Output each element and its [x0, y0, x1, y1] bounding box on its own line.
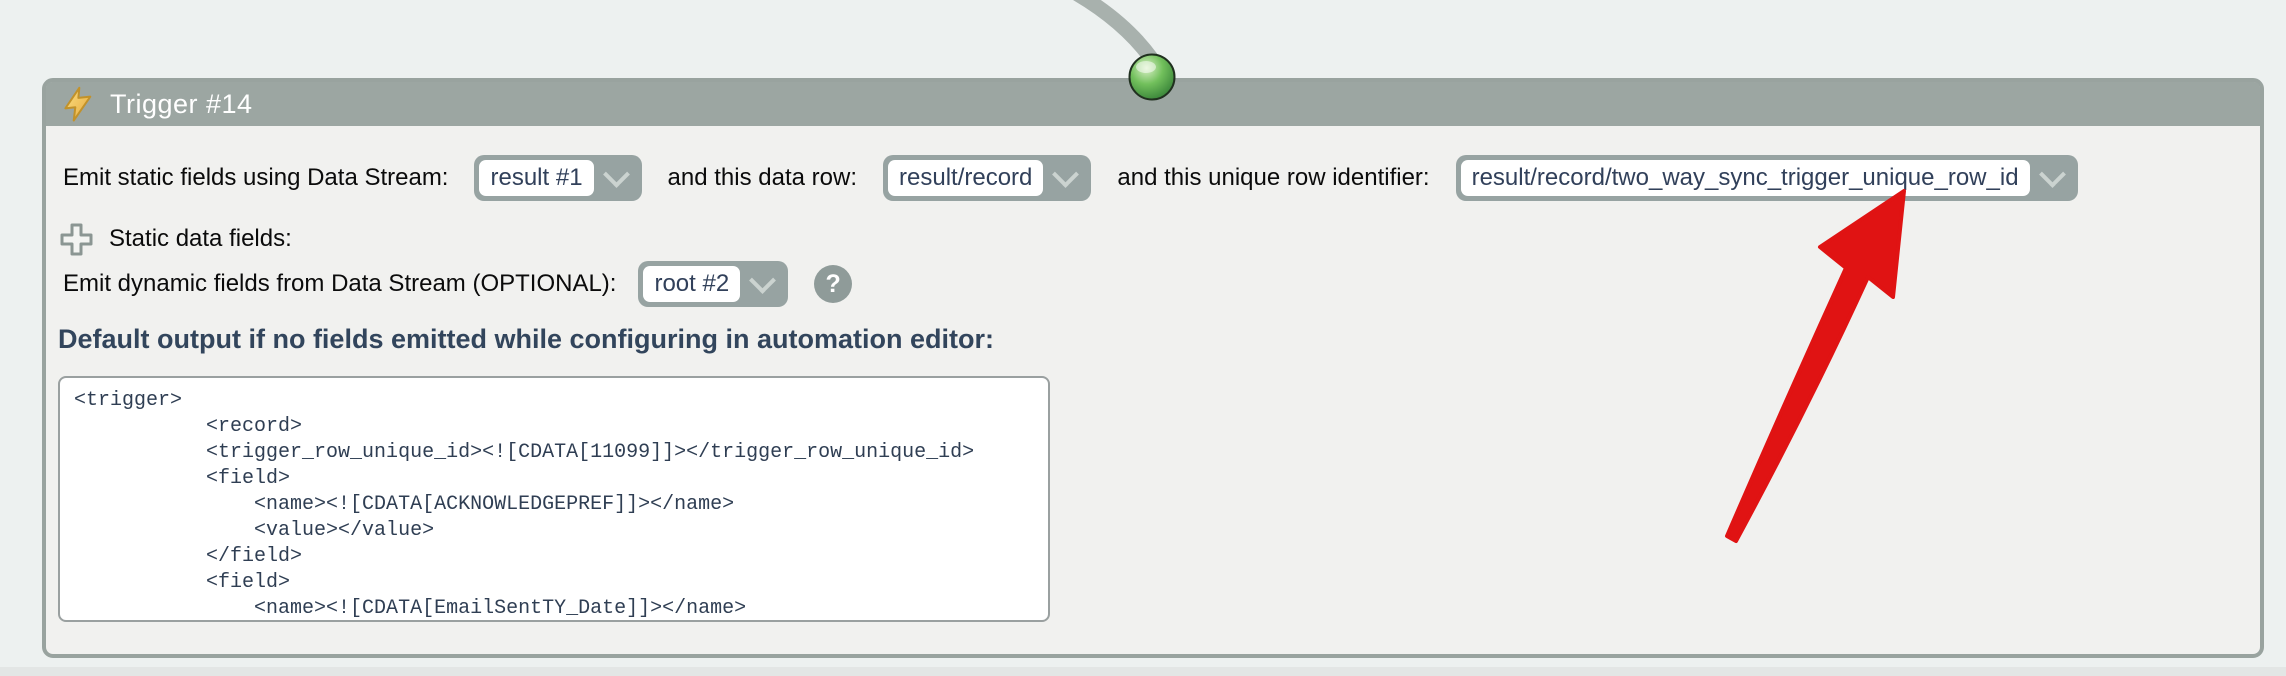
data-row-label: and this data row:: [667, 164, 857, 191]
data-row-select-value: result/record: [888, 160, 1044, 196]
trigger-title: Trigger #14: [110, 88, 253, 119]
connector-curve: [1072, 0, 1159, 66]
default-output-code: <trigger> <record> <trigger_row_unique_i…: [74, 389, 975, 620]
add-static-field-icon[interactable]: [57, 220, 95, 258]
page-bottom-edge: [0, 667, 2286, 676]
unique-row-select-value: result/record/two_way_sync_trigger_uniqu…: [1460, 160, 2030, 196]
chevron-down-icon: [602, 160, 630, 188]
chevron-down-icon: [1052, 160, 1080, 188]
data-stream-select-value: result #1: [479, 160, 594, 196]
data-row-select[interactable]: result/record: [883, 155, 1092, 201]
dynamic-fields-label: Emit dynamic fields from Data Stream (OP…: [63, 270, 617, 297]
dynamic-fields-row: Emit dynamic fields from Data Stream (OP…: [63, 260, 853, 308]
trigger-panel-header[interactable]: Trigger #14: [46, 82, 2260, 126]
unique-row-label: and this unique row identifier:: [1117, 164, 1430, 191]
default-output-heading: Default output if no fields emitted whil…: [58, 324, 994, 354]
dynamic-stream-select-value: root #2: [643, 266, 741, 302]
data-stream-select[interactable]: result #1: [474, 155, 642, 201]
help-icon-glyph: ?: [825, 269, 841, 298]
dynamic-stream-select[interactable]: root #2: [638, 261, 789, 307]
chevron-down-icon: [2038, 160, 2066, 188]
help-icon[interactable]: ?: [814, 265, 853, 303]
lightning-icon: [64, 86, 92, 122]
static-fields-row: Static data fields:: [57, 218, 292, 260]
chevron-down-icon: [749, 266, 777, 294]
trigger-panel: Trigger #14 Emit static fields using Dat…: [42, 78, 2264, 658]
static-stream-label: Emit static fields using Data Stream:: [63, 164, 449, 191]
static-fields-label: Static data fields:: [109, 225, 292, 252]
default-output-box[interactable]: <trigger> <record> <trigger_row_unique_i…: [58, 376, 1050, 622]
static-stream-row: Emit static fields using Data Stream: re…: [63, 154, 2078, 202]
unique-row-select[interactable]: result/record/two_way_sync_trigger_uniqu…: [1455, 155, 2078, 201]
